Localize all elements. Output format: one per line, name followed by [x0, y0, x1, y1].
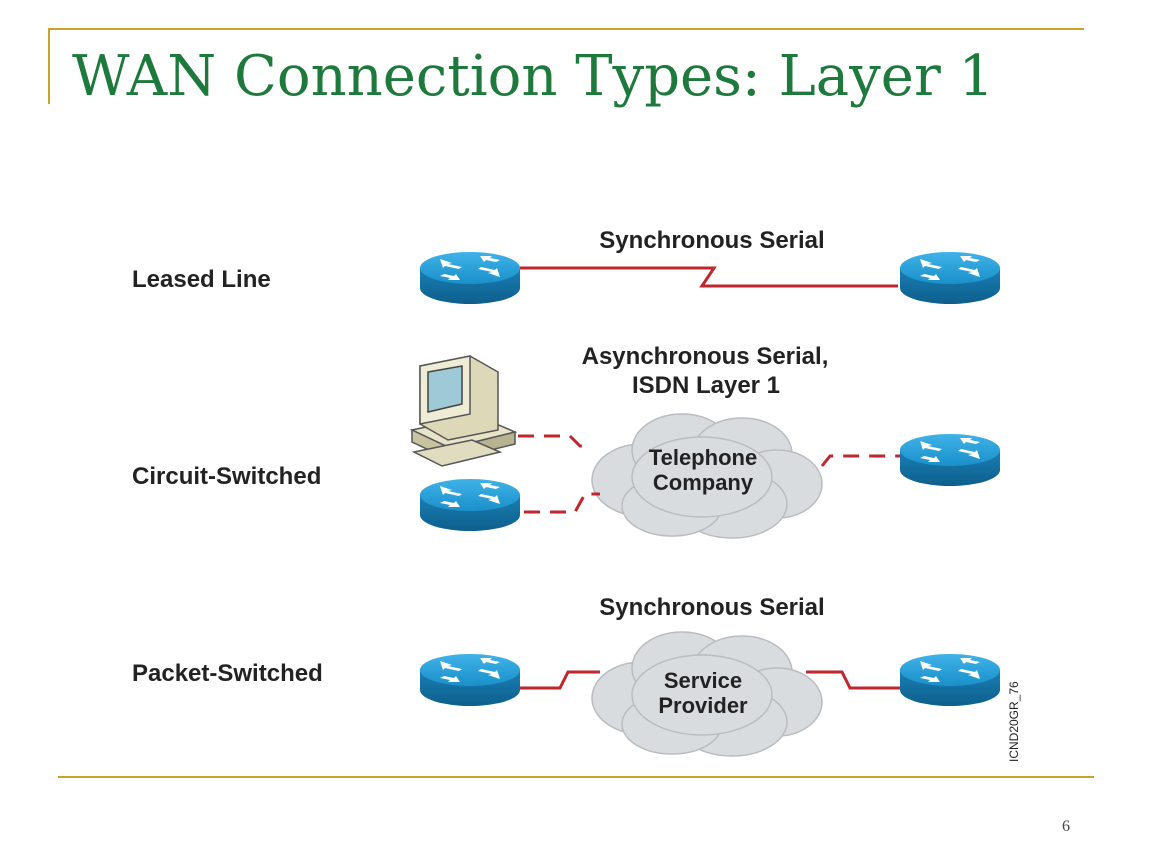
leased-line-link	[520, 266, 898, 288]
cloud-label-line2: Company	[653, 470, 754, 495]
link-label-sync-serial-bottom: Synchronous Serial	[599, 594, 824, 621]
link-label-async-serial: Asynchronous Serial,	[582, 343, 829, 370]
figure-code: ICND20GR_76	[1007, 681, 1021, 762]
cloud-label-line2: Provider	[658, 693, 748, 718]
pc-icon	[409, 355, 518, 467]
router-icon	[420, 252, 520, 304]
frame-left-rule	[48, 28, 50, 104]
row-label-packet-switched: Packet-Switched	[132, 660, 323, 687]
link-label-sync-serial-top: Synchronous Serial	[599, 227, 824, 254]
router-icon	[420, 654, 520, 706]
frame-top-rule	[48, 28, 1084, 30]
router-icon	[900, 252, 1000, 304]
frame-bottom-rule	[58, 776, 1094, 778]
link-label-isdn: ISDN Layer 1	[632, 372, 780, 399]
row-label-leased-line: Leased Line	[132, 266, 271, 293]
slide-number: 6	[1062, 818, 1070, 835]
packet-links	[520, 670, 900, 690]
row-label-circuit-switched: Circuit-Switched	[132, 463, 321, 490]
router-icon	[900, 434, 1000, 486]
cloud-label-line1: Service	[664, 668, 742, 693]
router-icon	[420, 479, 520, 531]
slide-title: WAN Connection Types: Layer 1	[72, 44, 995, 109]
cloud-label-line1: Telephone	[649, 445, 757, 470]
router-icon	[900, 654, 1000, 706]
dialup-links	[518, 434, 900, 514]
